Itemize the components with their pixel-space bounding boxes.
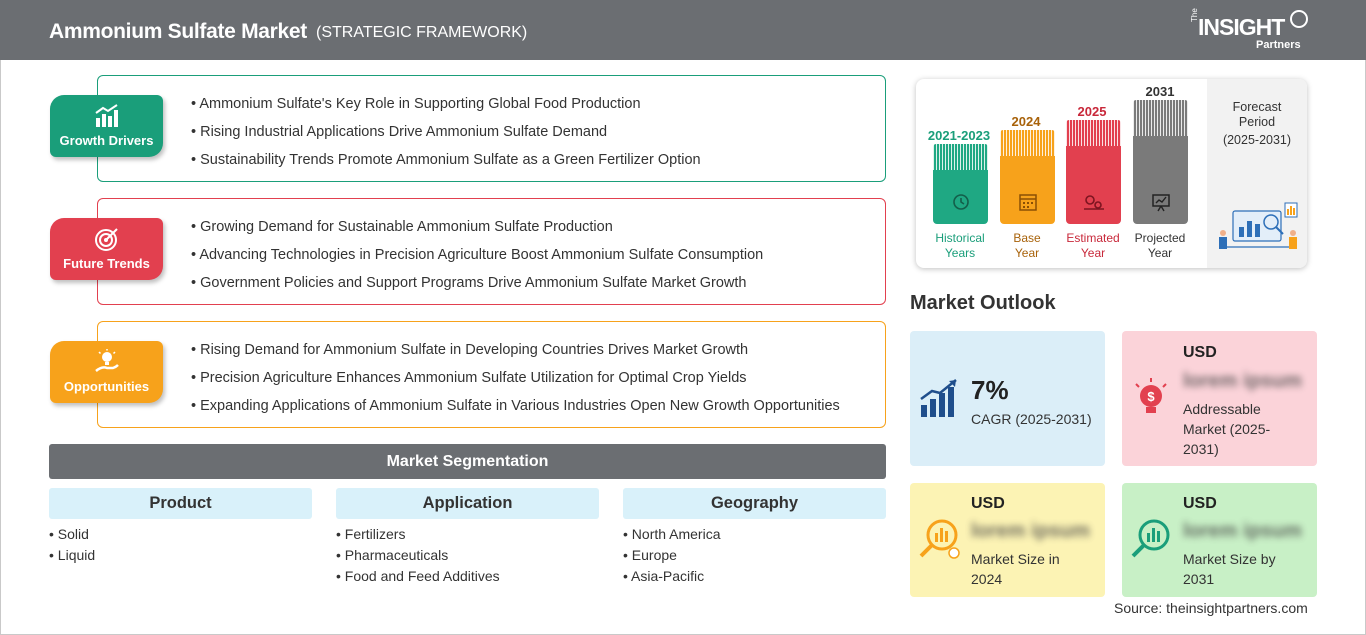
forecast-line3: (2025-2031) [1222,133,1292,147]
growth-drivers-tag: Growth Drivers [50,95,163,157]
growth-drivers-list: Ammonium Sulfate's Key Role in Supportin… [191,96,701,180]
list-item: Growing Demand for Sustainable Ammonium … [191,219,763,247]
addressable-market-card: USD lorem ipsum $ Addressable Market (20… [1122,331,1317,466]
addressable-label: Addressable Market (2025-2031) [1183,401,1271,457]
list-item: North America [623,524,721,545]
segment-list-product: Solid Liquid [49,524,95,566]
growth-drivers-label: Growth Drivers [59,133,154,148]
list-item: Asia-Pacific [623,566,721,587]
page-subtitle: (STRATEGIC FRAMEWORK) [316,24,528,41]
svg-text:$: $ [1147,389,1155,404]
bar-chart-icon [920,379,957,417]
list-item: Sustainability Trends Promote Ammonium S… [191,152,700,180]
list-item: Food and Feed Additives [336,566,500,587]
list-item: Precision Agriculture Enhances Ammonium … [191,370,840,398]
future-trends-box: Growing Demand for Sustainable Ammonium … [97,198,886,305]
forecast-line2: Period [1238,115,1276,129]
market-size-2031-card: USD lorem ipsum Market Size by 2031 [1122,483,1317,597]
timeline-year-estimated: 2025 [1077,104,1107,119]
growth-chart-icon [95,104,118,127]
cagr-card: 7% CAGR (2025-2031) [910,331,1105,466]
future-trends-tag: Future Trends [50,218,163,280]
timeline-bar-base [1000,130,1055,224]
gears-icon [1084,195,1104,210]
segment-head-product: Product [49,488,312,519]
list-item: Solid [49,524,95,545]
segment-list-application: Fertilizers Pharmaceuticals Food and Fee… [336,524,500,587]
timeline-bar-projected [1133,100,1188,224]
source-note: Source: theinsightpartners.com [1114,600,1308,616]
timeline-bar-estimated [1066,120,1121,224]
size2031-value: lorem ipsum [1183,520,1302,542]
list-item: Europe [623,545,721,566]
addressable-usd: USD [1183,344,1217,361]
timeline-label-estimated: Estimated Year [1066,231,1120,260]
opportunities-tag: Opportunities [50,341,163,403]
segmentation-title: Market Segmentation [49,444,886,479]
list-item: Government Policies and Support Programs… [191,275,763,303]
timeline-bar-historical [933,144,988,224]
future-trends-list: Growing Demand for Sustainable Ammonium … [191,219,763,303]
target-icon [95,228,118,251]
growth-drivers-box: Ammonium Sulfate's Key Role in Supportin… [97,75,886,182]
opportunities-list: Rising Demand for Ammonium Sulfate in De… [191,342,840,426]
market-size-2024-card: USD lorem ipsum Market Size in 2024 [910,483,1105,597]
timeline-year-historical: 2021-2023 [927,128,991,143]
list-item: Fertilizers [336,524,500,545]
money-bulb-icon: $ [1135,378,1167,413]
timeline-label-projected: Projected Year [1134,231,1186,260]
size2031-label: Market Size by 2031 [1183,551,1276,587]
presentation-icon [1152,194,1170,212]
addressable-value: lorem ipsum [1183,370,1302,392]
list-item: Ammonium Sulfate's Key Role in Supportin… [191,96,701,124]
cagr-label: CAGR (2025-2031) [971,411,1092,427]
header-bar: Ammonium Sulfate Market (STRATEGIC FRAME… [0,0,1366,60]
list-item: Rising Industrial Applications Drive Amm… [191,124,701,152]
cagr-value: 7% [971,375,1009,405]
size2024-usd: USD [971,495,1005,512]
list-item: Pharmaceuticals [336,545,500,566]
insight-partners-logo: The INSIGHT Partners [1190,8,1320,54]
segment-head-geography: Geography [623,488,886,519]
magnifier-chart-icon [1131,519,1170,558]
analytics-illustration [1219,202,1298,249]
timeline-label-base: Base Year [1013,231,1041,260]
timeline-label-historical: Historical Years [935,231,985,260]
forecast-line1: Forecast [1232,100,1282,114]
segment-head-application: Application [336,488,599,519]
timeline-card: 2021-2023 Historical Years 2024 Base Yea… [916,79,1307,268]
size2024-value: lorem ipsum [971,520,1090,542]
magnifier-chart-icon [919,519,960,559]
lightbulb-hand-icon [95,349,119,372]
opportunities-box: Rising Demand for Ammonium Sulfate in De… [97,321,886,428]
segment-list-geography: North America Europe Asia-Pacific [623,524,721,587]
list-item: Expanding Applications of Ammonium Sulfa… [191,398,840,426]
timeline-year-projected: 2031 [1145,84,1175,99]
calendar-icon [1019,194,1037,211]
list-item: Liquid [49,545,95,566]
market-outlook-title: Market Outlook [910,292,1056,314]
size2024-label: Market Size in 2024 [971,551,1060,587]
page-title: Ammonium Sulfate Market [49,20,307,43]
list-item: Rising Demand for Ammonium Sulfate in De… [191,342,840,370]
opportunities-label: Opportunities [63,379,150,394]
history-icon [953,194,969,210]
timeline-year-base: 2024 [1011,114,1041,129]
size2031-usd: USD [1183,495,1217,512]
future-trends-label: Future Trends [63,256,150,271]
list-item: Advancing Technologies in Precision Agri… [191,247,763,275]
